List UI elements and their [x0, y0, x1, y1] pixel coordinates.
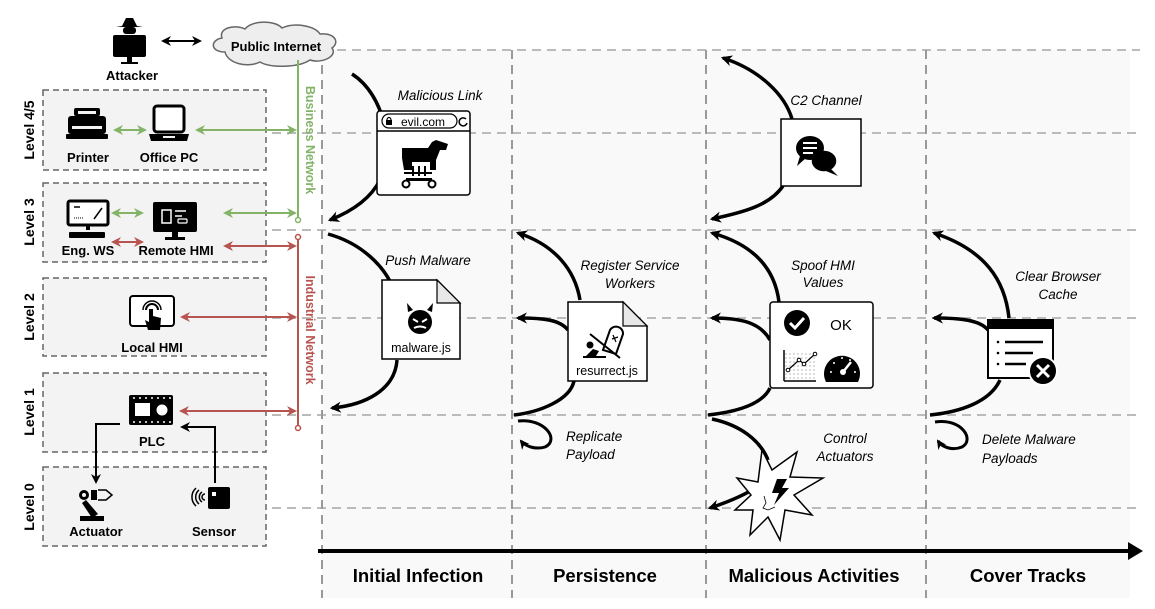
gauge-icon: [824, 355, 860, 382]
c2-label: C2 Channel: [790, 93, 862, 108]
attacker-label: Attacker: [106, 68, 158, 83]
plc-label: PLC: [139, 434, 166, 449]
chat-bubbles-icon: [796, 136, 838, 176]
plc-actuator-link: [91, 423, 120, 484]
replicate-label-line2: Payload: [566, 447, 615, 462]
register-sw-label-line2: Workers: [605, 276, 655, 291]
local-hmi-label: Local HMI: [121, 340, 182, 355]
spoof-arrow-mid: [709, 312, 772, 341]
reload-icon: [458, 117, 468, 127]
replicate-loop-arrow: [517, 419, 553, 450]
clear-cache-arrow-top: [931, 230, 1011, 319]
industrial-bus-terminal-bottom: [294, 424, 302, 432]
phase-label-cover-tracks: Cover Tracks: [970, 565, 1086, 586]
c2-box: [780, 118, 862, 187]
level-gridlines: [272, 49, 1140, 509]
level-label-4-5: Level 4/5: [21, 100, 37, 159]
clear-cache-label-line1: Clear Browser: [1015, 269, 1101, 284]
remote-hmi-icon: [153, 202, 197, 240]
register-sw-base: [513, 380, 576, 417]
register-sw-label-line1: Register Service: [580, 258, 679, 273]
sensor-icon: [191, 487, 230, 509]
devil-icon: [407, 303, 433, 334]
clear-cache-arrow-mid: [931, 312, 990, 332]
plc-icon: [129, 395, 173, 425]
tombstone-resurrection-icon: [583, 325, 624, 359]
delete-label-line2: Payloads: [982, 451, 1038, 466]
trojan-horse-icon: [401, 140, 448, 189]
office-pc-label: Office PC: [140, 150, 199, 165]
spoofed-hmi-panel: OK: [769, 301, 874, 389]
actuator-icon: [79, 489, 114, 521]
local-hmi-icon: [129, 295, 175, 330]
public-internet-label: Public Internet: [231, 39, 322, 54]
spoof-base: [707, 387, 772, 417]
level-label-1: Level 1: [21, 388, 37, 436]
engineering-ws-icon: [66, 199, 110, 238]
level-label-2: Level 2: [21, 293, 37, 341]
register-sw-arrow-top: [515, 230, 582, 301]
resurrect-file: resurrect.js: [567, 300, 649, 382]
malicious-url: evil.com: [401, 115, 445, 129]
engineering-ws-label: Eng. WS: [62, 243, 115, 258]
c2-arrow-down: [709, 184, 785, 223]
clear-cache-base: [929, 379, 1002, 417]
printer-icon: [66, 108, 108, 139]
checkmark-icon: [784, 310, 810, 336]
malicious-browser-window: evil.com: [376, 110, 471, 196]
level-label-3: Level 3: [21, 198, 37, 246]
public-internet-cloud: [212, 21, 337, 67]
spoof-label-line2: Values: [803, 275, 844, 290]
phase-label-persistence: Persistence: [553, 565, 657, 586]
sensor-plc-link: [180, 422, 216, 483]
phase-label-initial-infection: Initial Infection: [353, 565, 484, 586]
malware-filename: malware.js: [391, 341, 451, 355]
clear-cache-window-icon: [987, 319, 1058, 386]
industrial-network-label: Industrial Network: [303, 275, 317, 384]
lightning-icon: [772, 479, 789, 505]
level-label-0: Level 0: [21, 483, 37, 531]
business-bus-terminal: [294, 216, 302, 224]
office-pc-icon: [149, 104, 189, 141]
industrial-bus-terminal-top: [294, 233, 302, 241]
resurrect-filename: resurrect.js: [576, 364, 638, 378]
register-sw-arrow-mid: [515, 312, 570, 332]
control-label-line1: Control: [823, 431, 868, 446]
clear-cache-label-line2: Cache: [1038, 287, 1077, 302]
phase-separators: [321, 50, 927, 598]
delete-loop-arrow: [934, 420, 969, 451]
malware-file: malware.js: [381, 278, 462, 360]
remote-hmi-label: Remote HMI: [138, 243, 213, 258]
printer-label: Printer: [67, 150, 109, 165]
lock-icon: [386, 120, 392, 125]
control-actuators-arrow: [711, 417, 770, 461]
actuator-label: Actuator: [69, 524, 122, 539]
business-network-label: Business Network: [303, 86, 317, 194]
control-label-line2: Actuators: [815, 449, 873, 464]
malicious-link-label: Malicious Link: [398, 88, 484, 103]
replicate-label-line1: Replicate: [566, 429, 622, 444]
sensor-label: Sensor: [192, 524, 236, 539]
spoof-arrow-top: [709, 230, 781, 303]
timeline-arrowhead: [1128, 542, 1143, 560]
line-chart-icon: [783, 350, 818, 382]
push-malware-label: Push Malware: [385, 253, 471, 268]
delete-label-line1: Delete Malware: [982, 432, 1076, 447]
explosion-icon: [733, 447, 826, 543]
phase-label-malicious-activities: Malicious Activities: [728, 565, 899, 586]
c2-arrow-up: [720, 55, 794, 120]
spoof-label-line1: Spoof HMI: [791, 258, 855, 273]
close-x-icon: [1028, 356, 1058, 386]
spoof-ok-text: OK: [830, 317, 852, 334]
attacker-icon: [113, 18, 146, 64]
